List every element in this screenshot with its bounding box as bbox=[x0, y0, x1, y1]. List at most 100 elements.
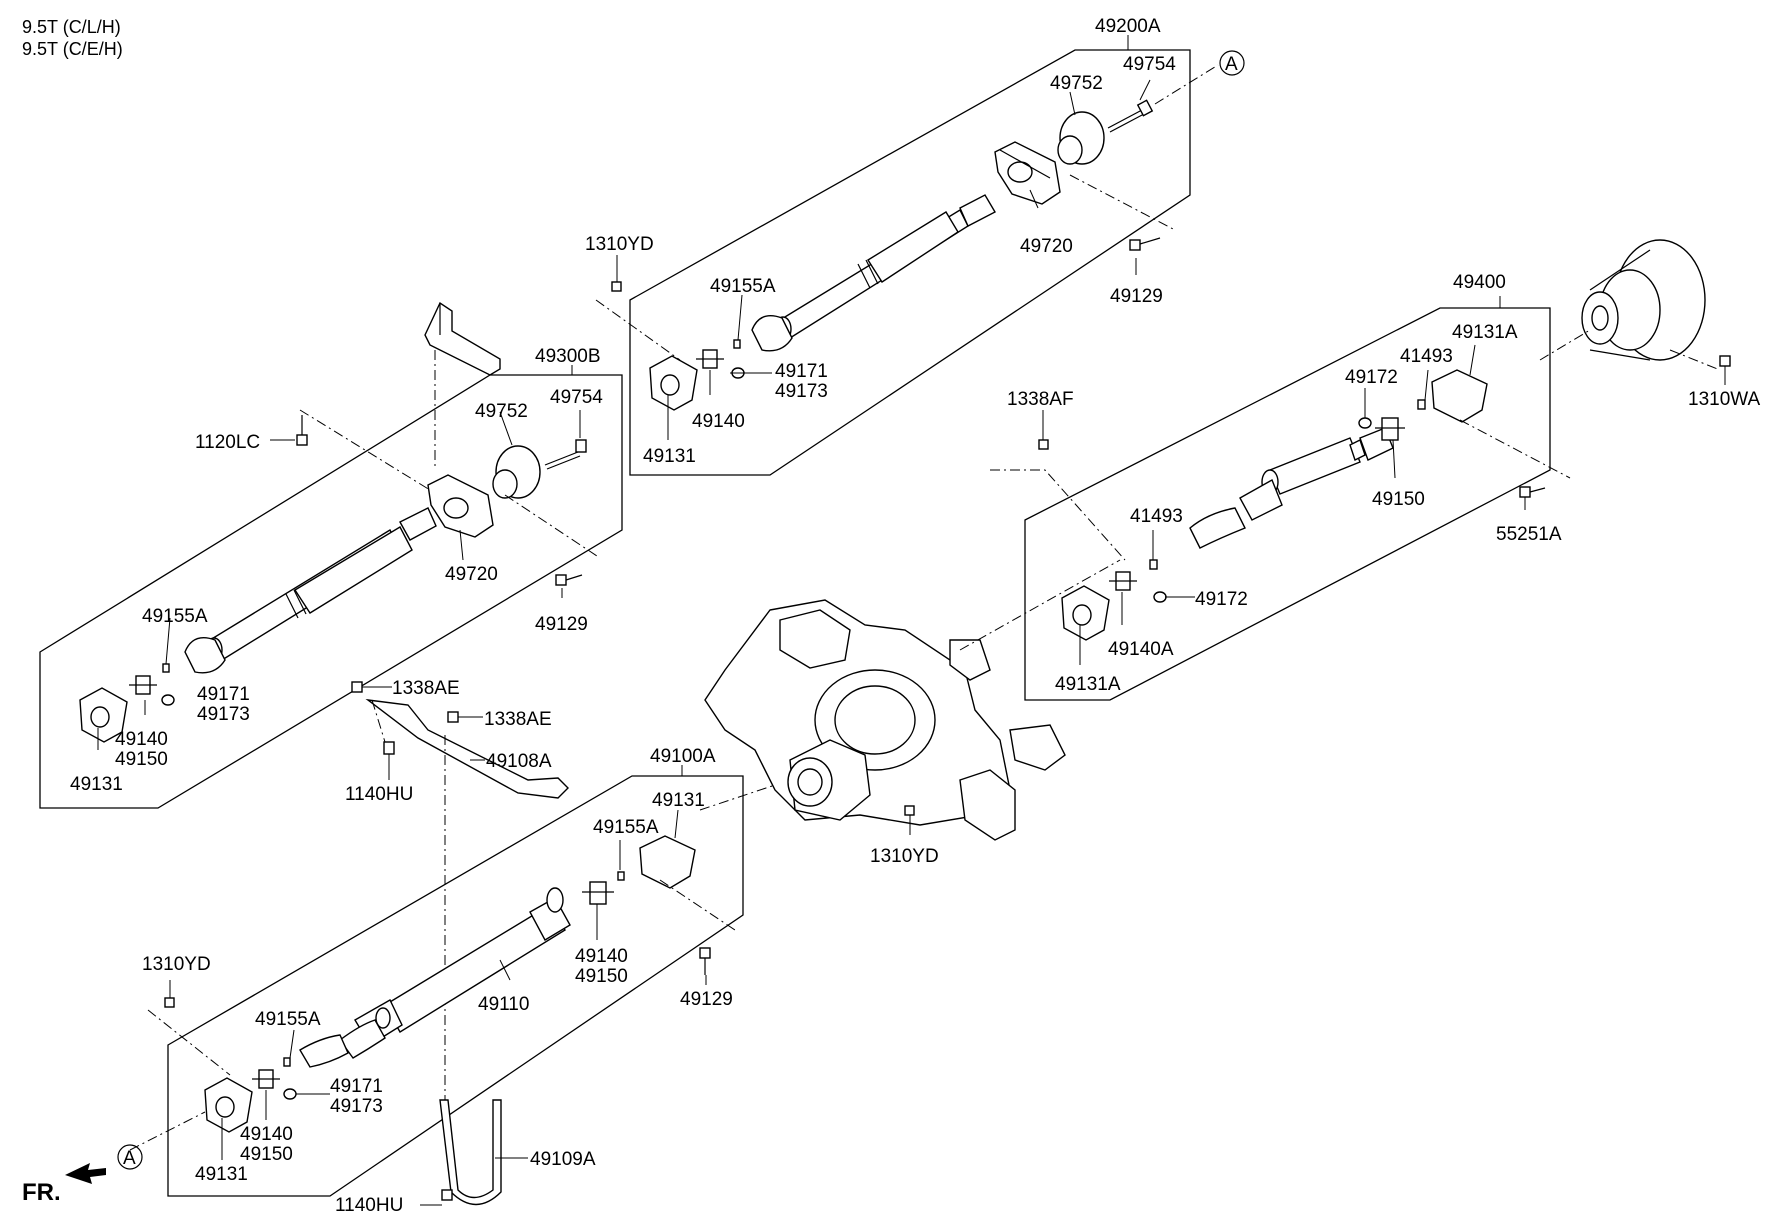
universal-joint-left bbox=[79, 663, 175, 743]
bolt-49129-top bbox=[1129, 237, 1161, 251]
label-49140-left: 49140 bbox=[115, 729, 168, 750]
support-bracket-49108A: 1338AE 1338AE 49108A 1140HU bbox=[345, 678, 569, 805]
assembly-49300B: 49300B 49754 49752 1120LC 49720 49129 49… bbox=[39, 301, 623, 809]
label-1338AF: 1338AF bbox=[1007, 389, 1074, 410]
front-arrow-icon bbox=[65, 1163, 106, 1184]
label-49155A-left: 49155A bbox=[142, 606, 208, 627]
ref-marker-a-top-label: A bbox=[1225, 54, 1238, 75]
label-49300B: 49300B bbox=[535, 346, 601, 367]
companion-flange-top bbox=[1057, 111, 1105, 165]
reference-marker-a-top: A bbox=[1219, 50, 1245, 76]
label-55251A: 55251A bbox=[1496, 524, 1562, 545]
front-label: FR. bbox=[22, 1179, 61, 1206]
universal-joint-right-lower bbox=[1061, 559, 1167, 641]
label-49171-top: 49171 bbox=[775, 361, 828, 382]
label-49752-left: 49752 bbox=[475, 401, 528, 422]
universal-joint-bottom bbox=[582, 835, 696, 905]
label-49131-top: 49131 bbox=[643, 446, 696, 467]
label-1140HU-mid: 1140HU bbox=[345, 784, 413, 805]
label-49754-left: 49754 bbox=[550, 387, 603, 408]
assembly-49100A: 49100A 49131 49155A 49140 49150 49129 49… bbox=[129, 746, 744, 1197]
assembly-49200A: 49200A 49754 49752 49720 49129 1310YD 49… bbox=[585, 16, 1219, 476]
label-1140HU-bot: 1140HU bbox=[335, 1195, 403, 1211]
bolt-55251A bbox=[1519, 486, 1546, 498]
label-49173-top: 49173 bbox=[775, 381, 828, 402]
universal-joint-lower bbox=[204, 1057, 297, 1133]
universal-joint-top bbox=[649, 339, 745, 411]
label-49172-mid: 49172 bbox=[1195, 589, 1248, 610]
label-49720-left: 49720 bbox=[445, 564, 498, 585]
rear-axle-housing: 1310YD bbox=[699, 559, 1121, 867]
universal-joint-right-top bbox=[1358, 369, 1488, 441]
label-49129-left: 49129 bbox=[535, 614, 588, 635]
label-49155A-bot: 49155A bbox=[593, 817, 659, 838]
label-49140-low: 49140 bbox=[240, 1124, 293, 1145]
label-49172-top: 49172 bbox=[1345, 367, 1398, 388]
label-49400: 49400 bbox=[1453, 272, 1506, 293]
label-49150-low: 49150 bbox=[240, 1144, 293, 1165]
propeller-shaft-top bbox=[751, 194, 996, 352]
label-49131A-mid: 49131A bbox=[1055, 674, 1121, 695]
center-bearing-left bbox=[427, 474, 494, 538]
label-49754-top: 49754 bbox=[1123, 54, 1176, 75]
bolt-49754-top bbox=[1107, 99, 1154, 133]
label-49171-left: 49171 bbox=[197, 684, 250, 705]
nut-1310YD-left bbox=[164, 997, 175, 1008]
assembly-49200A-frame bbox=[629, 49, 1191, 476]
label-49140-top: 49140 bbox=[692, 411, 745, 432]
label-49109A: 49109A bbox=[530, 1149, 596, 1170]
label-49129-top: 49129 bbox=[1110, 286, 1163, 307]
label-49140-bot: 49140 bbox=[575, 946, 628, 967]
label-1310YD-axle: 1310YD bbox=[870, 846, 939, 867]
assembly-49100A-frame bbox=[167, 775, 744, 1197]
label-1310WA: 1310WA bbox=[1688, 389, 1760, 410]
nut-1338AF bbox=[1038, 439, 1049, 450]
label-49108A: 49108A bbox=[486, 751, 552, 772]
label-49150-left: 49150 bbox=[115, 749, 168, 770]
mounting-bracket bbox=[424, 301, 501, 376]
label-49752-top: 49752 bbox=[1050, 73, 1103, 94]
companion-flange-left bbox=[492, 445, 541, 499]
label-49171-low: 49171 bbox=[330, 1076, 383, 1097]
label-49140A: 49140A bbox=[1108, 639, 1174, 660]
assembly-49400-frame bbox=[1024, 307, 1551, 701]
ref-marker-a-bottom-label: A bbox=[123, 1148, 136, 1169]
label-49131A-top: 49131A bbox=[1452, 322, 1518, 343]
label-49131-low: 49131 bbox=[195, 1164, 248, 1185]
label-41493-top: 41493 bbox=[1400, 346, 1453, 367]
label-49100A: 49100A bbox=[650, 746, 716, 767]
differential-hub: 1310WA bbox=[1539, 239, 1760, 410]
center-bearing-top bbox=[994, 141, 1061, 205]
label-49155A-low: 49155A bbox=[255, 1009, 321, 1030]
label-49131-left: 49131 bbox=[70, 774, 123, 795]
label-41493-mid: 41493 bbox=[1130, 506, 1183, 527]
safety-strap-49109A: 49109A 1140HU bbox=[335, 1099, 596, 1211]
label-49200A: 49200A bbox=[1095, 16, 1161, 37]
label-49150-right: 49150 bbox=[1372, 489, 1425, 510]
propeller-shaft-left bbox=[184, 507, 437, 674]
label-1310YD-left: 1310YD bbox=[142, 954, 211, 975]
label-49129-bot: 49129 bbox=[680, 989, 733, 1010]
bolt-1120LC bbox=[296, 415, 308, 446]
bolt-49129-left bbox=[555, 574, 583, 586]
front-direction-marker: FR. A bbox=[22, 1144, 143, 1206]
label-1338AE-b: 1338AE bbox=[484, 709, 552, 730]
header-line-2: 9.5T (C/E/H) bbox=[22, 39, 123, 59]
label-1310YD-top: 1310YD bbox=[585, 234, 654, 255]
propeller-shaft-right bbox=[1189, 427, 1394, 549]
label-49110: 49110 bbox=[478, 994, 529, 1015]
label-49131-bot: 49131 bbox=[652, 790, 705, 811]
label-1338AE-a: 1338AE bbox=[392, 678, 460, 699]
bolt-49129-bottom bbox=[699, 947, 711, 975]
bolt-49754-left bbox=[544, 439, 587, 470]
label-49173-low: 49173 bbox=[330, 1096, 383, 1117]
label-49173-left: 49173 bbox=[197, 704, 250, 725]
label-1120LC: 1120LC bbox=[195, 432, 260, 453]
assembly-49400: 49400 49131A 41493 49172 49150 55251A 13… bbox=[990, 272, 1571, 701]
propeller-shaft-bottom bbox=[299, 887, 571, 1068]
nut-1310YD-top bbox=[611, 281, 622, 292]
label-49150-bot: 49150 bbox=[575, 966, 628, 987]
label-49720-top: 49720 bbox=[1020, 236, 1073, 257]
